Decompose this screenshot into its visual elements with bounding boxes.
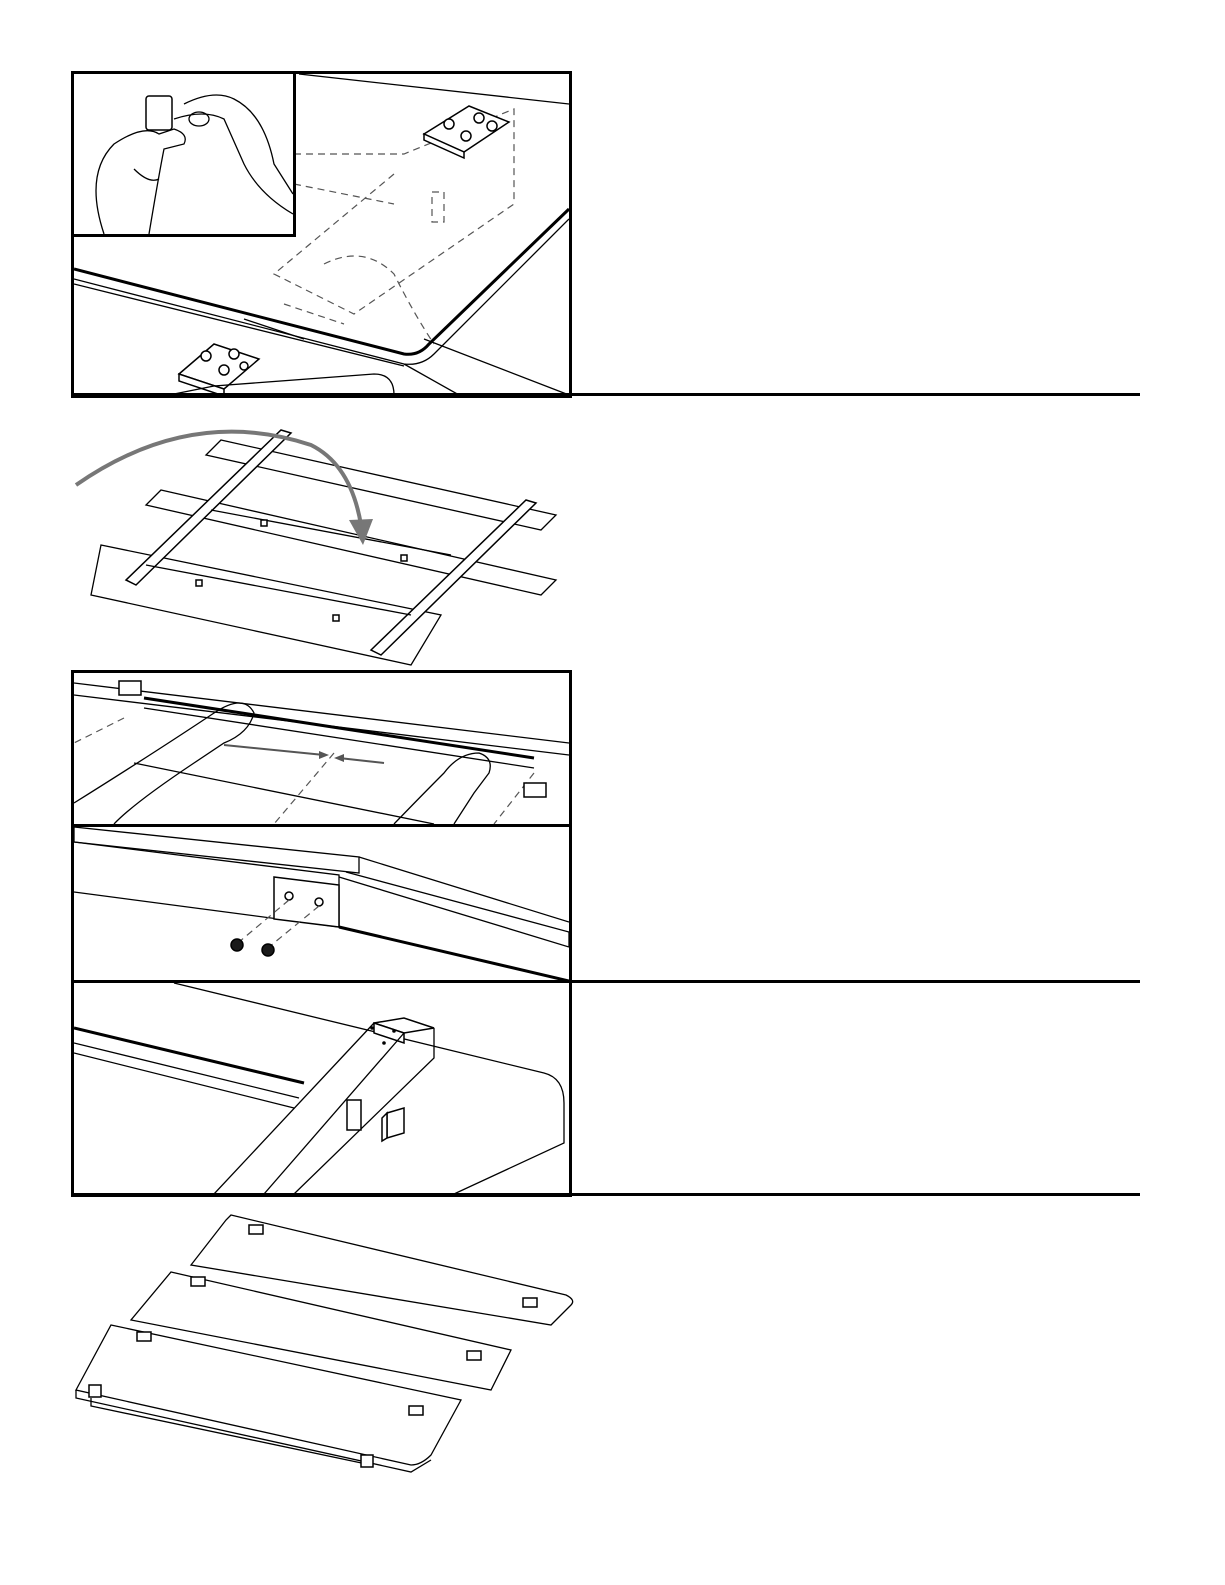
step1-panel — [71, 71, 572, 398]
bracket-detail-illustration — [74, 827, 569, 981]
step5-area — [71, 1210, 581, 1490]
step4-divider — [71, 1193, 1140, 1196]
step1-inset — [71, 71, 296, 237]
mounting-plate-upper — [424, 106, 509, 158]
step5-illustration — [71, 1210, 581, 1490]
step4-panel — [71, 980, 572, 1197]
mounting-plate-lower — [179, 344, 259, 395]
step1-divider — [71, 393, 1140, 396]
peel-backing-illustration — [74, 74, 293, 234]
step3-panel — [71, 670, 572, 827]
flip-arrow-icon — [71, 425, 401, 555]
step3-illustration — [74, 673, 569, 824]
step3-detail-panel — [71, 824, 572, 984]
step4-illustration — [74, 983, 569, 1194]
step2-area — [71, 415, 571, 670]
